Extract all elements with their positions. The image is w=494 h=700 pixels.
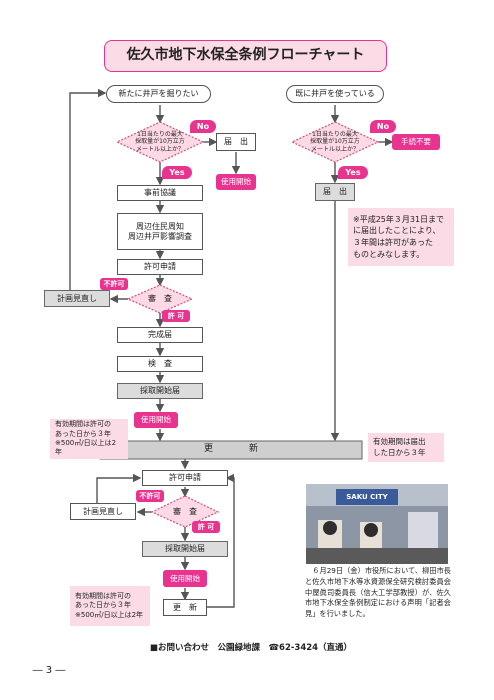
no-procedure-box: 手続不要 (392, 134, 440, 150)
right-notify-box: 届 出 (315, 183, 355, 201)
left-diamond-line-3: メートル以上か？ (135, 145, 184, 153)
right-note: ※平成25年３月31日まで に届出したことにより、 ３年間は許可があった ものと… (348, 208, 454, 266)
left-yes-tag: Yes (162, 166, 192, 179)
right-decision-diamond (290, 121, 380, 163)
right-diamond-text: 1日当たりの最大 採取量が10万立方 メートル以上か？ (295, 128, 375, 156)
left-diamond-line-2: 採取量が10万立方 (135, 138, 185, 146)
photo-caption: ６月29日（金）市役所において、柳田市長と佐久市地下水等水資源保全研究検討委員会… (305, 566, 451, 619)
step-completion-report: 完成届 (117, 327, 203, 343)
left-review-diamond (126, 284, 194, 314)
right-diamond-line-1: 1日当たりの最大 (312, 131, 358, 139)
bottom-note: 有効期間は許可の あった日から３年 ※500㎥/日以上は2年 (70, 586, 150, 626)
left-no-tag: No (190, 120, 216, 133)
right-diamond-line-2: 採取量が10万立方 (310, 138, 360, 146)
bottom-plan-review-box: 計画見直し (70, 503, 136, 520)
right-yes-tag: Yes (338, 166, 368, 179)
page-number: ― 3 ― (32, 664, 66, 676)
contact-line: ■お問い合わせ 公園緑地課 ☎62-3424（直通） (149, 642, 353, 653)
step-start-report: 採取開始届 (117, 383, 203, 399)
bottom-review-diamond (150, 495, 220, 528)
left-decision-diamond (115, 121, 205, 163)
step-prior-consultation: 事前協議 (117, 185, 203, 201)
bottom-start-report: 採取開始届 (142, 541, 228, 557)
left-no-use-start: 使用開始 (216, 174, 256, 190)
existing-well-start: 既に井戸を使っている (286, 85, 384, 103)
left-permit-tag: 許 可 (162, 310, 190, 322)
left-review-label: 審 査 (148, 294, 172, 303)
left-use-start: 使用開始 (134, 412, 178, 428)
right-diamond-line-3: メートル以上か？ (310, 145, 359, 153)
step-permit-application: 許可申請 (117, 259, 203, 275)
right-no-tag: No (370, 120, 396, 133)
photo-sign-text: SAKU CITY (346, 492, 388, 501)
left-refused-tag: 不許可 (100, 278, 128, 290)
bottom-permit-application: 許可申請 (142, 470, 228, 486)
page-title: 佐久市地下水保全条例フローチャート (104, 40, 387, 72)
renewal-right-note: 有効期間は届出 した日から３年 (368, 433, 444, 462)
step-inspection: 検 査 (117, 356, 203, 372)
bottom-use-start: 使用開始 (163, 570, 207, 587)
renewal-left-note: 有効期間は許可の あった日から３年 ※500㎥/日以上は2年 (50, 419, 128, 459)
renewal-bar: 更 新 (203, 444, 258, 455)
left-notify-box: 届 出 (216, 133, 256, 151)
bottom-refused-tag: 不許可 (136, 490, 164, 502)
left-plan-review-box: 計画見直し (44, 290, 110, 307)
new-well-start: 新たに井戸を掘りたい (106, 85, 211, 103)
left-diamond-text: 1日当たりの最大 採取量が10万立方 メートル以上か？ (120, 128, 200, 156)
bottom-renew-box: 更 新 (163, 599, 207, 616)
left-diamond-line-1: 1日当たりの最大 (137, 131, 183, 139)
bottom-review-label: 審 査 (173, 507, 197, 516)
bottom-permit-tag: 許 可 (192, 521, 220, 533)
step-neighbor-survey: 周辺住民周知 周辺井戸影響調査 (117, 213, 203, 250)
